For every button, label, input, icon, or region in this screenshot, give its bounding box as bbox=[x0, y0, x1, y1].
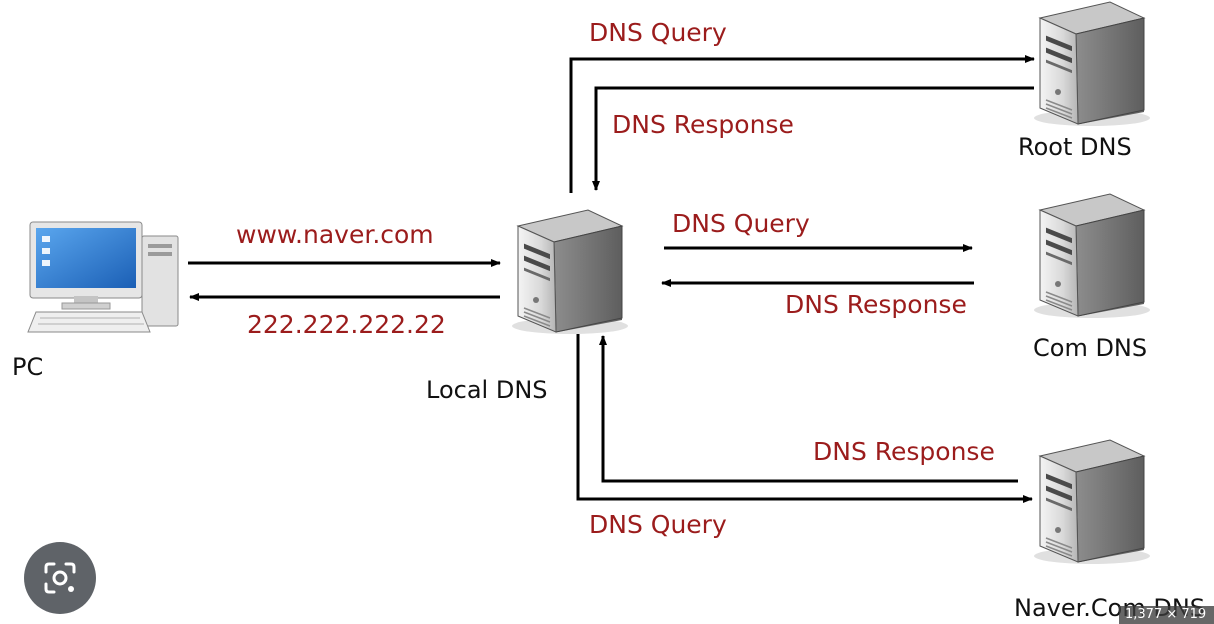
pc-request-label: www.naver.com bbox=[236, 220, 434, 249]
naver-dns-server-icon bbox=[1033, 439, 1151, 565]
pc-icon bbox=[27, 221, 179, 333]
root-dns-server-icon bbox=[1033, 1, 1151, 127]
com-query-label: DNS Query bbox=[672, 209, 810, 238]
root-response-label: DNS Response bbox=[612, 110, 794, 139]
naver-response-label: DNS Response bbox=[813, 437, 995, 466]
com-response-label: DNS Response bbox=[785, 290, 967, 319]
root-dns-label: Root DNS bbox=[1018, 133, 1132, 161]
naver-query-label: DNS Query bbox=[589, 510, 727, 539]
image-size-badge: 1,377 × 719 bbox=[1119, 606, 1214, 624]
pc-label: PC bbox=[12, 353, 43, 381]
lens-search-button[interactable] bbox=[24, 542, 96, 614]
com-dns-label: Com DNS bbox=[1033, 334, 1147, 362]
pc-response-label: 222.222.222.22 bbox=[247, 310, 446, 339]
naver-query-arrow bbox=[576, 334, 1033, 503]
com-dns-server-icon bbox=[1033, 193, 1151, 319]
local-dns-label: Local DNS bbox=[426, 376, 548, 404]
root-response-arrow bbox=[592, 86, 1034, 191]
root-query-arrow bbox=[569, 55, 1035, 193]
naver-response-arrow bbox=[599, 335, 1018, 483]
root-query-label: DNS Query bbox=[589, 18, 727, 47]
lens-icon bbox=[44, 562, 76, 594]
local-dns-server-icon bbox=[511, 209, 629, 335]
